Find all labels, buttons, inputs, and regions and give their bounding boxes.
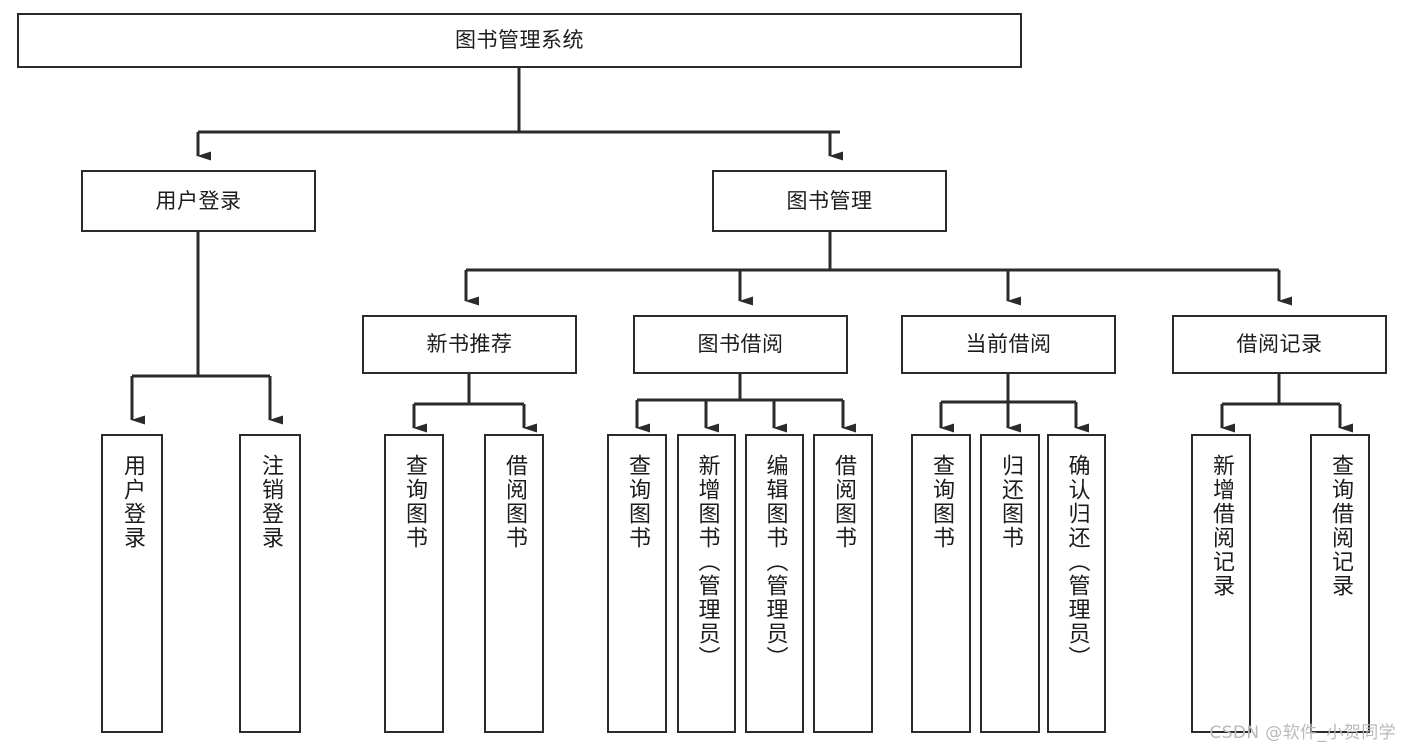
edge-bookborrow-to-leaves [635, 374, 856, 433]
leaf-node-edit-book-admin[interactable]: 编辑图书（管理员） [745, 434, 804, 733]
node-user-login[interactable]: 用户登录 [81, 170, 316, 232]
edge-userlogin-to-leaves [130, 232, 283, 425]
edge-root-to-level2 [196, 68, 843, 161]
leaf-node-borrow-book[interactable]: 借阅图书 [813, 434, 873, 733]
node-current-borrow[interactable]: 当前借阅 [901, 315, 1116, 374]
node-label: 用户登录 [119, 454, 145, 550]
node-label: 新增借阅记录 [1208, 454, 1234, 598]
node-label: 查询图书 [928, 454, 954, 550]
node-label: 借阅记录 [1236, 332, 1323, 357]
node-label: 借阅图书 [830, 454, 856, 550]
node-label: 注销登录 [257, 454, 283, 550]
node-book-management[interactable]: 图书管理 [712, 170, 947, 232]
leaf-node-query-book-current[interactable]: 查询图书 [911, 434, 971, 733]
node-label: 图书管理系统 [455, 28, 584, 53]
node-borrow-record[interactable]: 借阅记录 [1172, 315, 1387, 374]
node-label: 用户登录 [155, 188, 242, 213]
watermark-text: CSDN @软件_小贺同学 [1209, 723, 1396, 743]
edge-currentborrow-to-leaves [939, 374, 1089, 433]
leaf-node-query-borrow-record[interactable]: 查询借阅记录 [1310, 434, 1370, 733]
leaf-node-query-book-borrow[interactable]: 查询图书 [607, 434, 667, 733]
node-label: 图书管理 [786, 188, 873, 213]
node-label: 借阅图书 [501, 454, 527, 550]
leaf-node-user-login[interactable]: 用户登录 [101, 434, 163, 733]
edge-borrowrecord-to-leaves [1220, 374, 1353, 433]
leaf-node-confirm-return-admin[interactable]: 确认归还（管理员） [1047, 434, 1106, 733]
node-label: 查询图书 [624, 454, 650, 550]
node-label: 归还图书 [997, 454, 1023, 550]
node-label: 查询图书 [401, 454, 427, 550]
node-label: 编辑图书（管理员） [762, 454, 788, 670]
node-root-book-management-system[interactable]: 图书管理系统 [17, 13, 1022, 68]
node-label: 查询借阅记录 [1327, 454, 1353, 598]
node-label: 当前借阅 [965, 332, 1052, 357]
leaf-node-add-book-admin[interactable]: 新增图书（管理员） [677, 434, 736, 733]
leaf-node-return-book[interactable]: 归还图书 [980, 434, 1040, 733]
leaf-node-logout-login[interactable]: 注销登录 [239, 434, 301, 733]
node-label: 新书推荐 [426, 332, 513, 357]
node-label: 新增图书（管理员） [694, 454, 720, 670]
node-label: 确认归还（管理员） [1064, 454, 1090, 670]
edge-newbook-to-leaves [412, 374, 537, 433]
leaf-node-add-borrow-record[interactable]: 新增借阅记录 [1191, 434, 1251, 733]
node-label: 图书借阅 [697, 332, 784, 357]
node-new-book-recommend[interactable]: 新书推荐 [362, 315, 577, 374]
node-book-borrow[interactable]: 图书借阅 [633, 315, 848, 374]
edge-bookmanage-to-level3 [464, 232, 1292, 306]
leaf-node-query-book-recommend[interactable]: 查询图书 [384, 434, 444, 733]
leaf-node-borrow-book-recommend[interactable]: 借阅图书 [484, 434, 544, 733]
